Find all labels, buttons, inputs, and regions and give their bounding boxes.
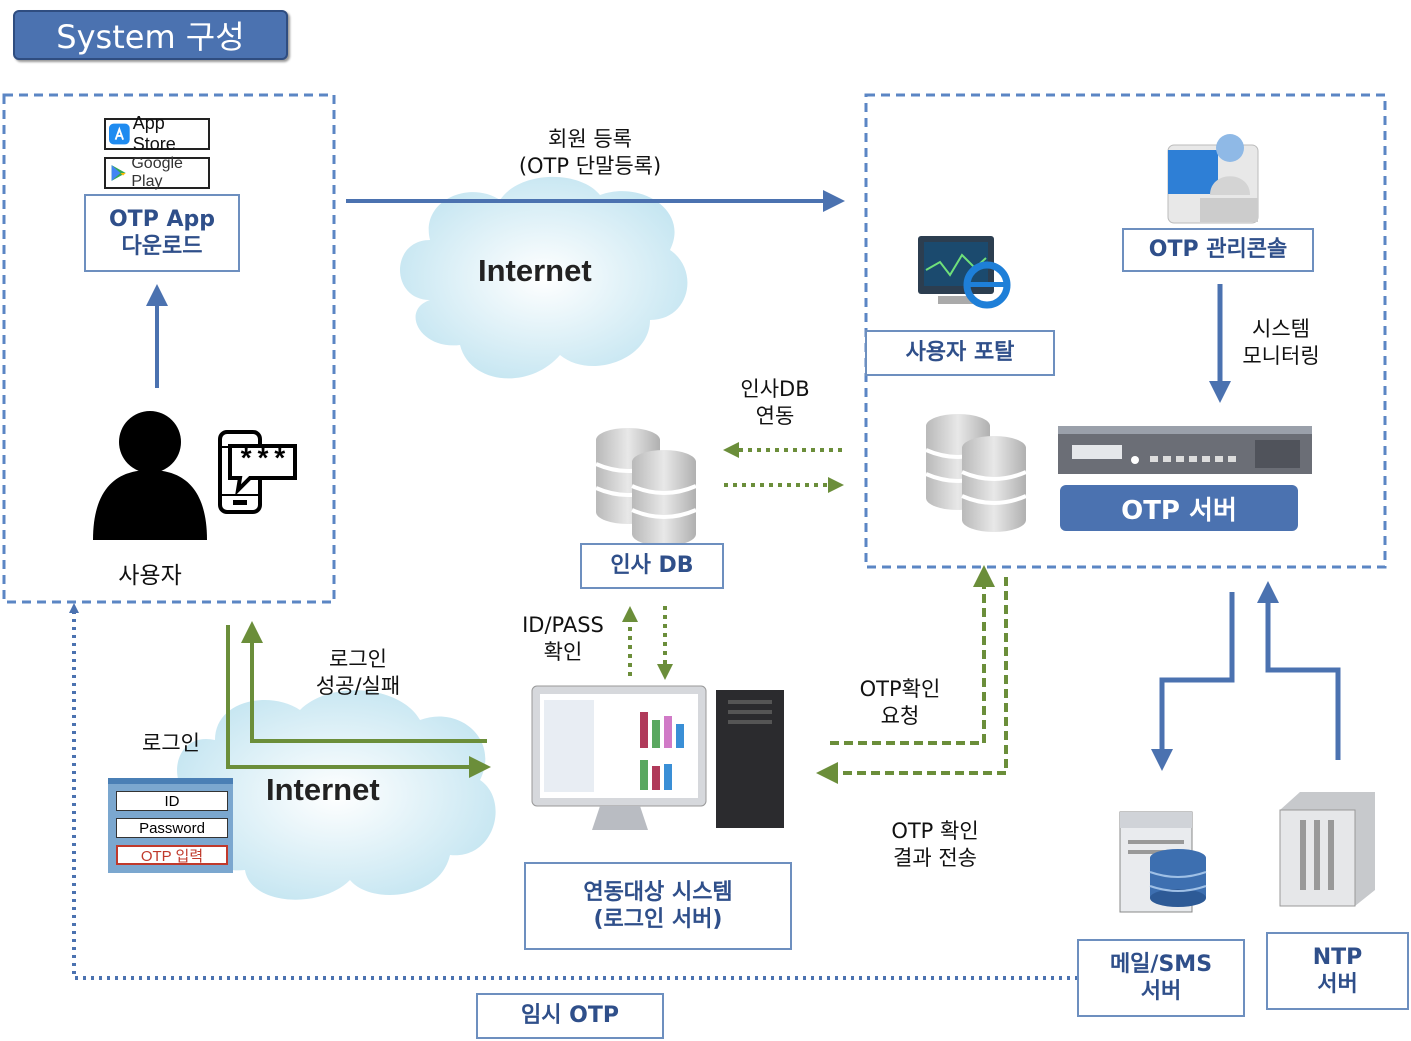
app-store-label: App Store [132,113,176,154]
server-to-mail-arrow [1151,592,1235,771]
otp-check-result-label: OTP 확인 결과 전송 [891,819,979,871]
ntp-server-box: NTP 서버 [1266,932,1409,1010]
internet-label-bottom: Internet [266,772,380,807]
google-play-badge: Google Play [104,155,210,190]
otp-db-icon [925,414,1027,532]
otp-server-label: OTP 서버 [1060,485,1298,531]
mail-sms-server-icon [1119,811,1207,913]
login-result-label: 로그인 성공/실패 [315,647,401,699]
google-play-icon [111,165,126,181]
mail-sms-server-box: 메일/SMS 서버 [1077,939,1245,1017]
otp-code-mask: *** [237,446,289,477]
temp-otp-box: 임시 OTP [476,993,664,1039]
linked-system-pc-icon [531,685,784,830]
user-zone [2,93,336,604]
login-label: 로그인 [142,731,200,755]
member-register-label: 회원 등록 (OTP 단말등록) [518,127,662,179]
otp-console-box: OTP 관리콘솔 [1122,228,1314,272]
internet-label-top: Internet [478,253,592,288]
temp-otp-dotted-line [69,603,1078,980]
linked-system-box: 연동대상 시스템 (로그인 서버) [524,862,792,950]
login-result-arrow [241,621,487,743]
user-label: 사용자 [118,563,182,589]
google-play-label: Google Play [131,155,183,190]
page-title: System 구성 [13,10,288,60]
login-arrow [226,625,491,778]
otp-server-rack-icon [1058,426,1312,474]
user-portal-monitor-icon [918,236,1011,309]
otp-result-arrow [816,577,1008,784]
id-pass-check-label: ID/PASS 확인 [522,613,604,665]
hr-db-link-label: 인사DB 연동 [740,377,810,429]
user-portal-box: 사용자 포탈 [865,330,1055,376]
app-store-badge: App Store [104,113,210,154]
login-password-field: Password [116,818,228,838]
hr-db-icon [595,428,697,546]
login-otp-field: OTP 입력 [116,845,228,865]
otp-app-download-box: OTP App 다운로드 [84,194,240,272]
internet-cloud-top [400,176,688,379]
login-id-field: ID [116,791,228,811]
otp-console-operator-icon [1167,134,1259,224]
hr-db-box: 인사 DB [580,543,724,589]
otp-request-arrow [830,565,995,745]
otp-check-request-label: OTP확인 요청 [859,677,941,729]
ntp-server-icon [1279,792,1375,907]
ntp-to-server-arrow [1257,581,1341,760]
phone-otp-icon [218,430,297,514]
user-person-icon [93,411,207,540]
apple-app-store-icon [109,123,130,145]
system-monitoring-label: 시스템 모니터링 [1242,317,1320,369]
